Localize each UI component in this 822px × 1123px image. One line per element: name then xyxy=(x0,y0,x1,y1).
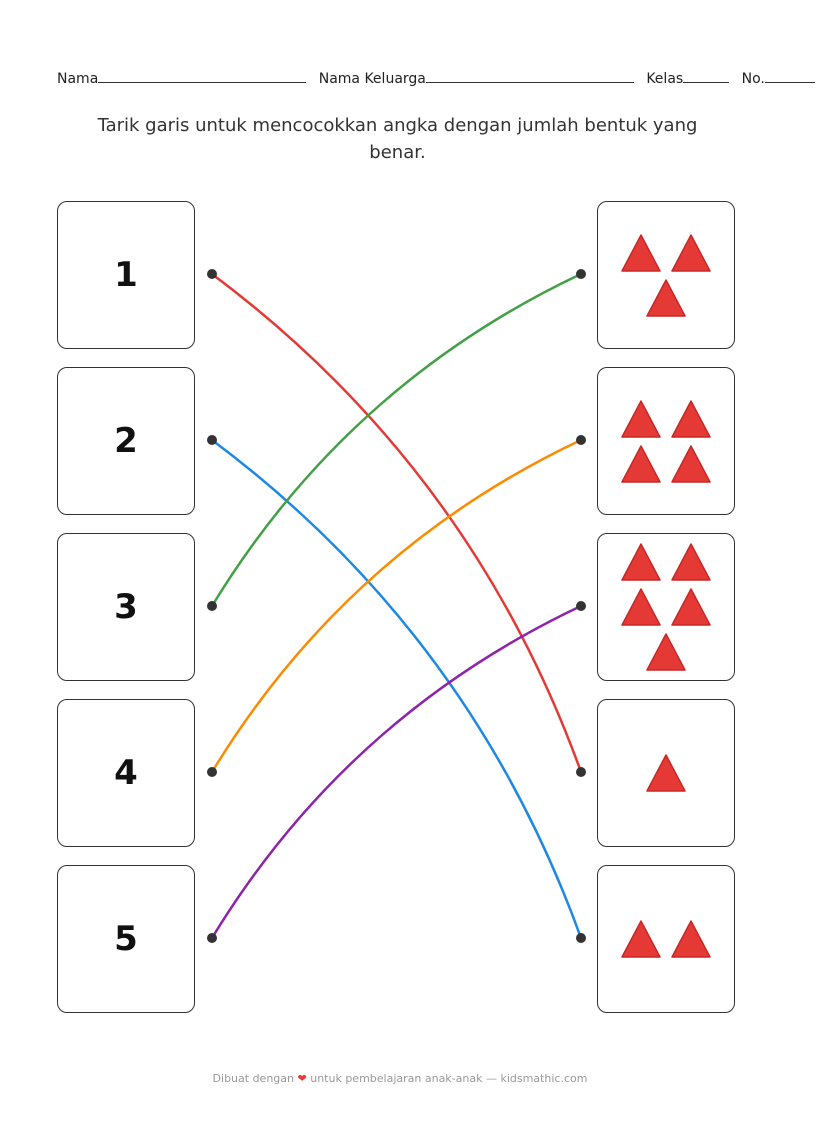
triangle-icon xyxy=(670,399,712,439)
triangle-icon xyxy=(670,587,712,627)
shape-card-4 xyxy=(597,367,735,515)
triangle-icon xyxy=(645,278,687,318)
triangle-icon xyxy=(620,444,662,484)
connector-dot[interactable] xyxy=(576,933,586,943)
student-info-header: Nama Nama Keluarga Kelas No. xyxy=(57,68,822,87)
number-label: No. xyxy=(741,71,765,87)
triangle-icon xyxy=(620,919,662,959)
triangle-icon xyxy=(670,444,712,484)
connection-line xyxy=(211,272,583,773)
connection-line xyxy=(210,604,582,939)
number-card-1: 1 xyxy=(57,201,195,349)
triangle-icon xyxy=(645,753,687,793)
connector-dot[interactable] xyxy=(576,435,586,445)
shape-card-3 xyxy=(597,201,735,349)
connector-dot[interactable] xyxy=(207,601,217,611)
triangle-icon xyxy=(670,919,712,959)
footer: Dibuat dengan ❤ untuk pembelajaran anak-… xyxy=(0,1072,800,1085)
connection-line xyxy=(210,272,582,607)
family-name-label: Nama Keluarga xyxy=(318,71,426,87)
number-card-5: 5 xyxy=(57,865,195,1013)
footer-text-after: untuk pembelajaran anak-anak — kidsmathi… xyxy=(310,1072,588,1085)
number-card-2: 2 xyxy=(57,367,195,515)
shape-card-1 xyxy=(597,699,735,847)
connector-dot[interactable] xyxy=(207,767,217,777)
number-field[interactable] xyxy=(764,68,815,83)
shape-card-5 xyxy=(597,533,735,681)
name-label: Nama xyxy=(57,71,99,87)
number-label: 1 xyxy=(114,255,138,295)
number-card-4: 4 xyxy=(57,699,195,847)
family-name-field[interactable] xyxy=(425,68,634,83)
triangle-icon xyxy=(620,587,662,627)
class-field[interactable] xyxy=(683,68,730,83)
number-label: 3 xyxy=(114,587,138,627)
connector-dot[interactable] xyxy=(207,269,217,279)
triangle-icon xyxy=(645,632,687,672)
triangle-icon xyxy=(670,542,712,582)
number-label: 2 xyxy=(114,421,138,461)
shape-card-2 xyxy=(597,865,735,1013)
connector-dot[interactable] xyxy=(207,435,217,445)
connector-dot[interactable] xyxy=(207,933,217,943)
number-label: 5 xyxy=(114,919,138,959)
footer-text-before: Dibuat dengan xyxy=(212,1072,294,1085)
name-field[interactable] xyxy=(98,68,307,83)
connector-dot[interactable] xyxy=(576,269,586,279)
connector-dot[interactable] xyxy=(576,601,586,611)
instruction: Tarik garis untuk mencocokkan angka deng… xyxy=(97,115,698,163)
triangle-icon xyxy=(620,399,662,439)
class-label: Kelas xyxy=(646,71,684,87)
number-card-3: 3 xyxy=(57,533,195,681)
triangle-icon xyxy=(670,233,712,273)
triangle-icon xyxy=(620,233,662,273)
number-label: 4 xyxy=(114,753,138,793)
triangle-icon xyxy=(620,542,662,582)
heart-icon: ❤ xyxy=(297,1072,307,1085)
connection-line xyxy=(211,438,583,939)
connection-line xyxy=(210,438,582,773)
connector-dot[interactable] xyxy=(576,767,586,777)
